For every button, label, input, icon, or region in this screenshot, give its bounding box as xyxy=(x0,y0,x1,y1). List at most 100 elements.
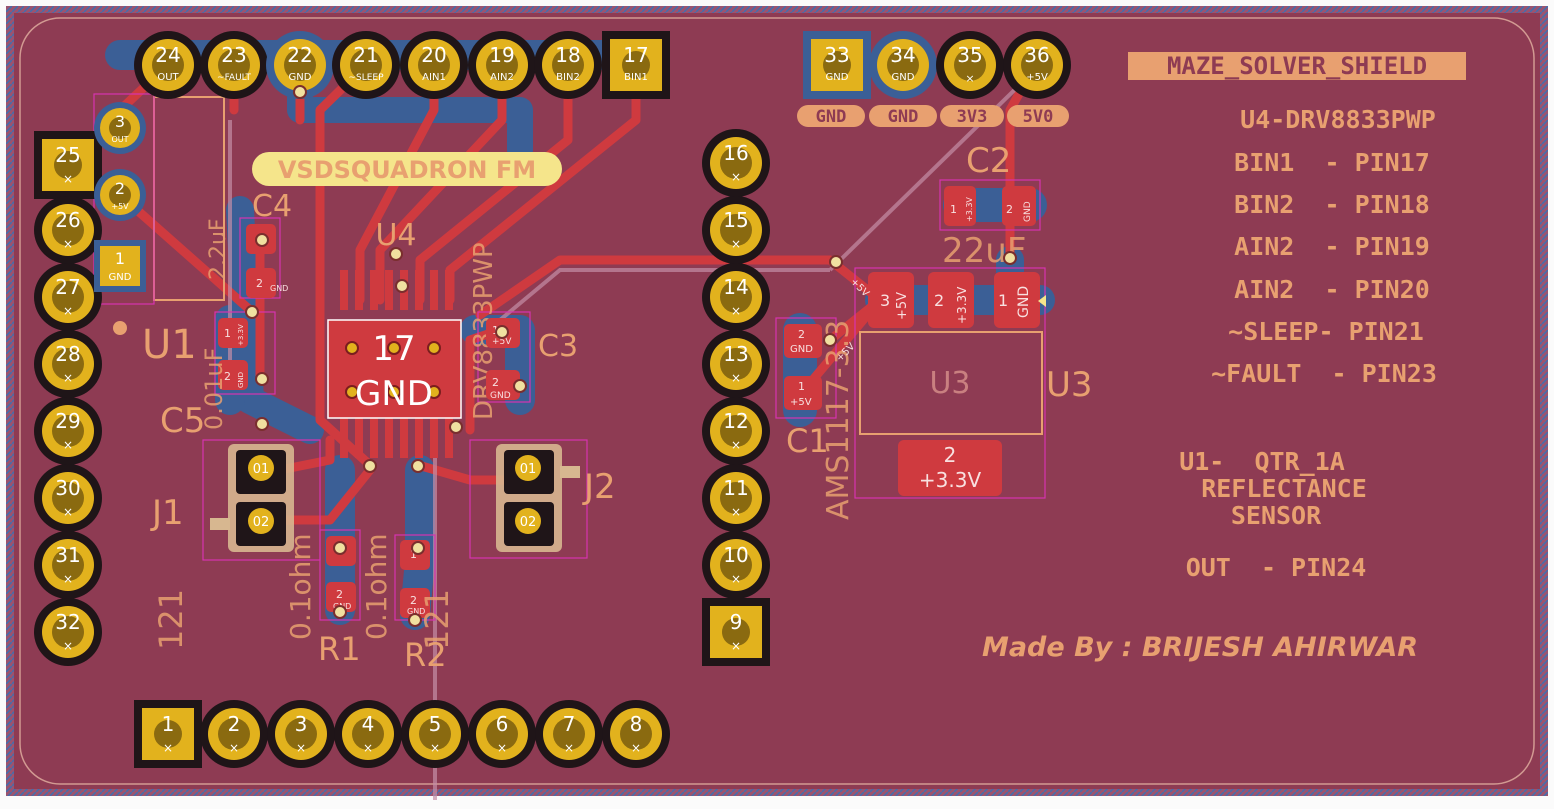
svg-text:12: 12 xyxy=(723,409,748,433)
pin-header-top-23[interactable]: 23 ~FAULT xyxy=(200,31,268,99)
pin-left-26[interactable]: 26 × xyxy=(34,196,102,264)
svg-text:×: × xyxy=(163,741,173,755)
note-driver-1: BIN1 - PIN17 xyxy=(1234,148,1430,177)
svg-text:×: × xyxy=(63,304,73,318)
svg-text:17: 17 xyxy=(623,43,648,67)
svg-text:19: 19 xyxy=(489,43,514,67)
pin-left-30[interactable]: 30 × xyxy=(34,464,102,532)
c2-value: 22uF xyxy=(942,231,1026,271)
c5-ref: C5 xyxy=(160,401,205,441)
svg-text:BIN1: BIN1 xyxy=(624,72,648,83)
c4-ref: C4 xyxy=(252,189,292,224)
svg-text:9: 9 xyxy=(730,610,743,634)
u1-pin-2[interactable]: 2 +5V xyxy=(94,169,146,221)
pin-power-36[interactable]: 36 +5V xyxy=(1003,31,1071,99)
svg-text:02: 02 xyxy=(253,515,270,530)
svg-text:3V3: 3V3 xyxy=(957,107,988,127)
pin-bottom-8[interactable]: 8 × xyxy=(602,700,670,768)
j2-pin-01[interactable]: 01 xyxy=(504,450,554,494)
pin-bottom-3[interactable]: 3 × xyxy=(267,700,335,768)
pin-bottom-7[interactable]: 7 × xyxy=(535,700,603,768)
pin-left-25[interactable]: 25 × xyxy=(34,131,102,199)
pin-power-35[interactable]: 35 × xyxy=(936,31,1004,99)
svg-text:15: 15 xyxy=(723,208,748,232)
pin-power-34[interactable]: 34 GND xyxy=(869,31,937,99)
pin-left-32[interactable]: 32 × xyxy=(34,598,102,666)
svg-text:10: 10 xyxy=(723,543,748,567)
pin-bottom-5[interactable]: 5 × xyxy=(401,700,469,768)
courtyards xyxy=(93,93,1046,621)
svg-text:1: 1 xyxy=(410,548,417,561)
pin-right-12[interactable]: 12 × xyxy=(702,397,770,465)
pin-left-28[interactable]: 28 × xyxy=(34,330,102,398)
pin-bottom-2[interactable]: 2 × xyxy=(200,700,268,768)
vsd-banner-text: VSDSQUADRON FM xyxy=(278,156,536,184)
svg-text:×: × xyxy=(965,72,974,85)
c3-ref: C3 xyxy=(538,329,578,364)
svg-text:34: 34 xyxy=(890,43,915,67)
svg-text:GND: GND xyxy=(816,107,847,127)
u1-pin-3[interactable]: 3 OUT xyxy=(94,102,146,154)
u3-tab[interactable] xyxy=(898,440,1002,496)
j2-pin-02[interactable]: 02 xyxy=(504,502,554,546)
svg-text:3: 3 xyxy=(115,112,125,131)
u3-pad-2[interactable] xyxy=(928,272,974,328)
pin-header-top-19[interactable]: 19 AIN2 xyxy=(468,31,536,99)
pin-right-13[interactable]: 13 × xyxy=(702,330,770,398)
svg-text:1: 1 xyxy=(224,327,231,340)
pin-bottom-4[interactable]: 4 × xyxy=(334,700,402,768)
j2-connector: 01 02 J2 xyxy=(496,444,616,552)
svg-text:2: 2 xyxy=(224,370,231,383)
u4-thermal-pad xyxy=(327,319,462,419)
title-badge xyxy=(1128,52,1466,80)
svg-text:+5V: +5V xyxy=(111,202,129,211)
svg-text:OUT: OUT xyxy=(157,72,179,83)
pin-bottom-6[interactable]: 6 × xyxy=(468,700,536,768)
pin-header-top-24[interactable]: 24 OUT xyxy=(134,31,202,99)
j1-pin-02[interactable]: 02 xyxy=(236,502,286,546)
header-right: 16 × 15 × 14 × 13 × 12 × 11 × xyxy=(702,129,770,666)
vias xyxy=(245,85,1017,627)
pin-bottom-1[interactable]: 1 × xyxy=(134,700,202,768)
pin-right-15[interactable]: 15 × xyxy=(702,196,770,264)
svg-text:GND: GND xyxy=(790,344,813,355)
svg-text:24: 24 xyxy=(155,43,180,67)
pin-right-10[interactable]: 10 × xyxy=(702,531,770,599)
pin-right-9[interactable]: 9 × xyxy=(702,598,770,666)
pin-right-11[interactable]: 11 × xyxy=(702,464,770,532)
svg-text:+5V: +5V xyxy=(492,337,512,347)
u3-fab-ref: U3 xyxy=(929,366,970,401)
svg-text:13: 13 xyxy=(723,342,748,366)
svg-text:+5V: +5V xyxy=(790,397,812,408)
pin-left-29[interactable]: 29 × xyxy=(34,397,102,465)
svg-text:2: 2 xyxy=(1006,203,1013,216)
credit: Made By : BRIJESH AHIRWAR xyxy=(982,632,1418,663)
svg-text:×: × xyxy=(430,741,440,755)
svg-text:GND: GND xyxy=(826,72,849,83)
svg-text:×: × xyxy=(63,572,73,586)
pin-left-27[interactable]: 27 × xyxy=(34,263,102,331)
pin-header-top-18[interactable]: 18 BIN2 xyxy=(534,31,602,99)
r2-ref: R2 xyxy=(404,636,447,674)
j1-pin-01[interactable]: 01 xyxy=(236,450,286,494)
board-outline xyxy=(19,17,1535,785)
pin-header-top-17[interactable]: 17 BIN1 xyxy=(602,31,670,99)
pin-right-14[interactable]: 14 × xyxy=(702,263,770,331)
pin-right-16[interactable]: 16 × xyxy=(702,129,770,197)
svg-text:1: 1 xyxy=(950,203,957,216)
c1-ref: C1 xyxy=(786,422,829,460)
svg-text:×: × xyxy=(631,741,641,755)
pin-header-top-20[interactable]: 20 AIN1 xyxy=(400,31,468,99)
u3-pad-3[interactable] xyxy=(868,272,914,328)
svg-text:36: 36 xyxy=(1024,43,1049,67)
u3-ref: U3 xyxy=(1046,365,1093,405)
pin-power-33[interactable]: 33 GND xyxy=(803,31,871,99)
pin-header-top-21[interactable]: 21 ~SLEEP xyxy=(332,31,400,99)
pin-header-top-22[interactable]: 22 GND xyxy=(266,31,334,99)
u1-pin-1[interactable]: 1 GND xyxy=(94,240,146,292)
vsd-banner: VSDSQUADRON FM xyxy=(252,152,562,186)
svg-text:+3.3V: +3.3V xyxy=(919,468,982,492)
svg-text:+3.3V: +3.3V xyxy=(955,286,969,324)
u3-pad-1[interactable] xyxy=(994,272,1040,328)
pin-left-31[interactable]: 31 × xyxy=(34,531,102,599)
